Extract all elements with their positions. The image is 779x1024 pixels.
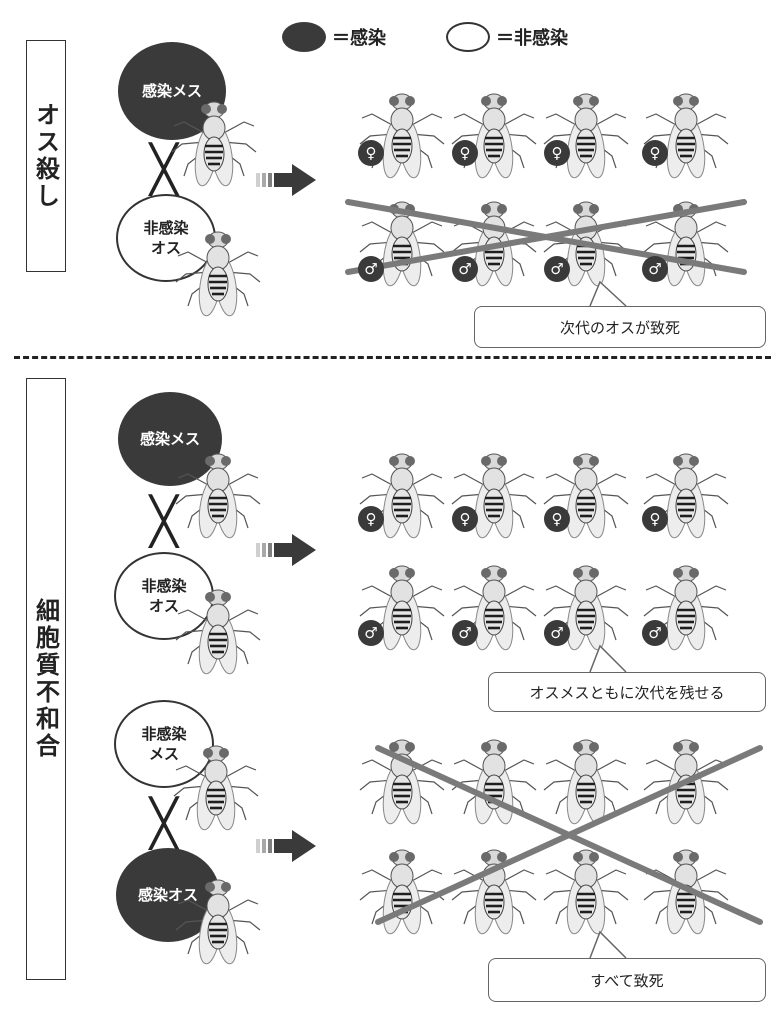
female-symbol-icon: ♀ <box>642 506 668 532</box>
parent-uninfected-female: 非感染メス <box>114 700 214 788</box>
arrow-right-icon <box>256 830 316 862</box>
mating-cross-icon: ╳ <box>150 796 178 850</box>
parent-label: メス <box>148 745 179 763</box>
parent-infected-female: 感染メス <box>118 42 226 140</box>
parent-label: 感染メス <box>139 429 200 448</box>
parent-uninfected-male: 非感染オス <box>114 552 214 640</box>
parent-label: 感染メス <box>141 81 202 100</box>
mating-cross-icon: ╳ <box>150 142 178 196</box>
male-symbol-icon: ♂ <box>452 256 478 282</box>
mating-cross-icon: ╳ <box>150 494 178 548</box>
female-symbol-icon: ♀ <box>452 140 478 166</box>
offspring-grid-ci-compatible <box>358 452 730 653</box>
female-symbol-icon: ♀ <box>358 506 384 532</box>
callout-ci-compatible: オスメスともに次代を残せる <box>488 672 766 712</box>
callout-text: すべて致死 <box>590 971 664 990</box>
male-symbol-icon: ♂ <box>544 256 570 282</box>
parent-uninfected-male: 非感染オス <box>116 194 216 282</box>
legend-uninfected: ＝非感染 <box>446 22 568 52</box>
female-symbol-icon: ♀ <box>544 506 570 532</box>
male-symbol-icon: ♂ <box>358 256 384 282</box>
parent-label: オス <box>150 239 181 257</box>
male-symbol-icon: ♂ <box>642 256 668 282</box>
legend-infected: ＝感染 <box>282 22 386 52</box>
female-symbol-icon: ♀ <box>642 140 668 166</box>
section-title-ci: 細胞質不和合 <box>31 598 60 760</box>
infected-swatch-icon <box>282 22 326 52</box>
callout-male-killing: 次代のオスが致死 <box>474 306 766 348</box>
female-symbol-icon: ♀ <box>544 140 570 166</box>
callout-tail <box>589 280 627 307</box>
section-divider <box>14 356 771 359</box>
callout-tail <box>589 644 627 673</box>
callout-ci-incompatible: すべて致死 <box>488 958 766 1002</box>
parent-label: 非感染 <box>141 576 187 595</box>
female-symbol-icon: ♀ <box>358 140 384 166</box>
male-symbol-icon: ♂ <box>358 620 384 646</box>
parent-label: 感染オス <box>137 885 198 904</box>
offspring-grid-ci-incompatible <box>358 738 730 937</box>
parent-infected-female: 感染メス <box>118 392 222 486</box>
callout-tail <box>589 930 627 959</box>
female-symbol-icon: ♀ <box>452 506 478 532</box>
section-title-male-killing: オス殺し <box>31 102 60 210</box>
arrow-right-icon <box>256 164 316 196</box>
offspring-grid-male-killing <box>358 92 730 289</box>
cross-out-icon <box>375 745 763 925</box>
parent-infected-male: 感染オス <box>116 848 220 942</box>
uninfected-swatch-icon <box>446 22 490 52</box>
male-symbol-icon: ♂ <box>452 620 478 646</box>
callout-text: オスメスともに次代を残せる <box>529 683 725 702</box>
callout-text: 次代のオスが致死 <box>559 318 680 337</box>
male-symbol-icon: ♂ <box>544 620 570 646</box>
section-label-ci: 細胞質不和合 <box>26 378 66 980</box>
parent-label: 非感染 <box>141 724 187 743</box>
legend-infected-label: ＝感染 <box>332 28 386 49</box>
parent-label: オス <box>148 597 179 615</box>
arrow-right-icon <box>256 534 316 566</box>
legend-uninfected-label: ＝非感染 <box>496 28 568 49</box>
section-label-male-killing: オス殺し <box>26 40 66 272</box>
parent-label: 非感染 <box>143 218 189 237</box>
male-symbol-icon: ♂ <box>642 620 668 646</box>
